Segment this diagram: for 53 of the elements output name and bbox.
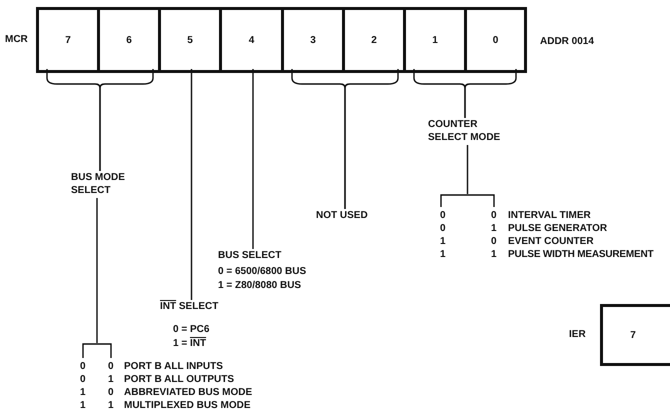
bit-value: 1 <box>80 399 86 412</box>
mode-description: INTERVAL TIMER <box>508 209 591 222</box>
bracket <box>440 194 495 207</box>
bit-value: 1 <box>491 248 497 261</box>
bit-value: 0 <box>80 373 86 386</box>
bit-cell: 5 <box>161 10 222 70</box>
field-label: NOT USED <box>316 209 368 222</box>
bit-value: 0 <box>440 222 446 235</box>
connector-line <box>96 198 98 343</box>
bit-value: 1 <box>80 386 86 399</box>
field-label: BUS MODE SELECT <box>71 171 131 197</box>
mode-description: ABBREVIATED BUS MODE <box>124 386 252 399</box>
bit-value: 0 <box>108 360 114 373</box>
bit-value: 1 <box>440 248 446 261</box>
value-option: 0 = PC6 <box>173 323 210 336</box>
mode-description: EVENT COUNTER <box>508 235 594 248</box>
bit-cell: 7 <box>603 307 663 363</box>
bit-value: 1 <box>108 373 114 386</box>
connector-line <box>190 69 192 300</box>
mode-description: PULSE WIDTH MEASUREMENT <box>508 248 654 261</box>
field-label: COUNTER SELECT MODE <box>428 118 504 144</box>
bit-cell: 6 <box>100 10 161 70</box>
bit-cell: 0 <box>467 10 524 70</box>
register-name: IER <box>569 328 586 341</box>
bit-cell: 2 <box>345 10 406 70</box>
value-option: 1 = Z80/8080 BUS <box>218 279 302 292</box>
bit-value: 0 <box>491 209 497 222</box>
bracket <box>82 343 112 358</box>
bit-cell: 7 <box>39 10 100 70</box>
brace-connector <box>464 69 517 118</box>
mode-description: PORT B ALL OUTPUTS <box>124 373 234 386</box>
value-option: 1 = INT <box>173 337 206 350</box>
bit-value: 0 <box>491 235 497 248</box>
bit-value: 1 <box>491 222 497 235</box>
mode-description: PORT B ALL INPUTS <box>124 360 223 373</box>
connector-line <box>466 145 468 194</box>
mode-description: MULTIPLEXED BUS MODE <box>124 399 250 412</box>
brace-connector <box>344 69 399 209</box>
bit-value: 0 <box>80 360 86 373</box>
field-title: BUS SELECT <box>218 249 282 262</box>
connector-line <box>252 69 254 249</box>
bit-cell: 1 <box>406 10 467 70</box>
bit-value: 1 <box>440 235 446 248</box>
register-name: MCR <box>5 33 28 46</box>
bit-value: 1 <box>108 399 114 412</box>
bit-value: 0 <box>108 386 114 399</box>
bit-value: 0 <box>440 209 446 222</box>
register-address: ADDR 0014 <box>540 35 594 48</box>
mode-description: PULSE GENERATOR <box>508 222 608 235</box>
bit-cell: 4 <box>222 10 284 70</box>
value-option: 0 = 6500/6800 BUS <box>218 265 306 278</box>
bit-cell: 3 <box>284 10 345 70</box>
field-title: INT SELECT <box>160 300 218 313</box>
